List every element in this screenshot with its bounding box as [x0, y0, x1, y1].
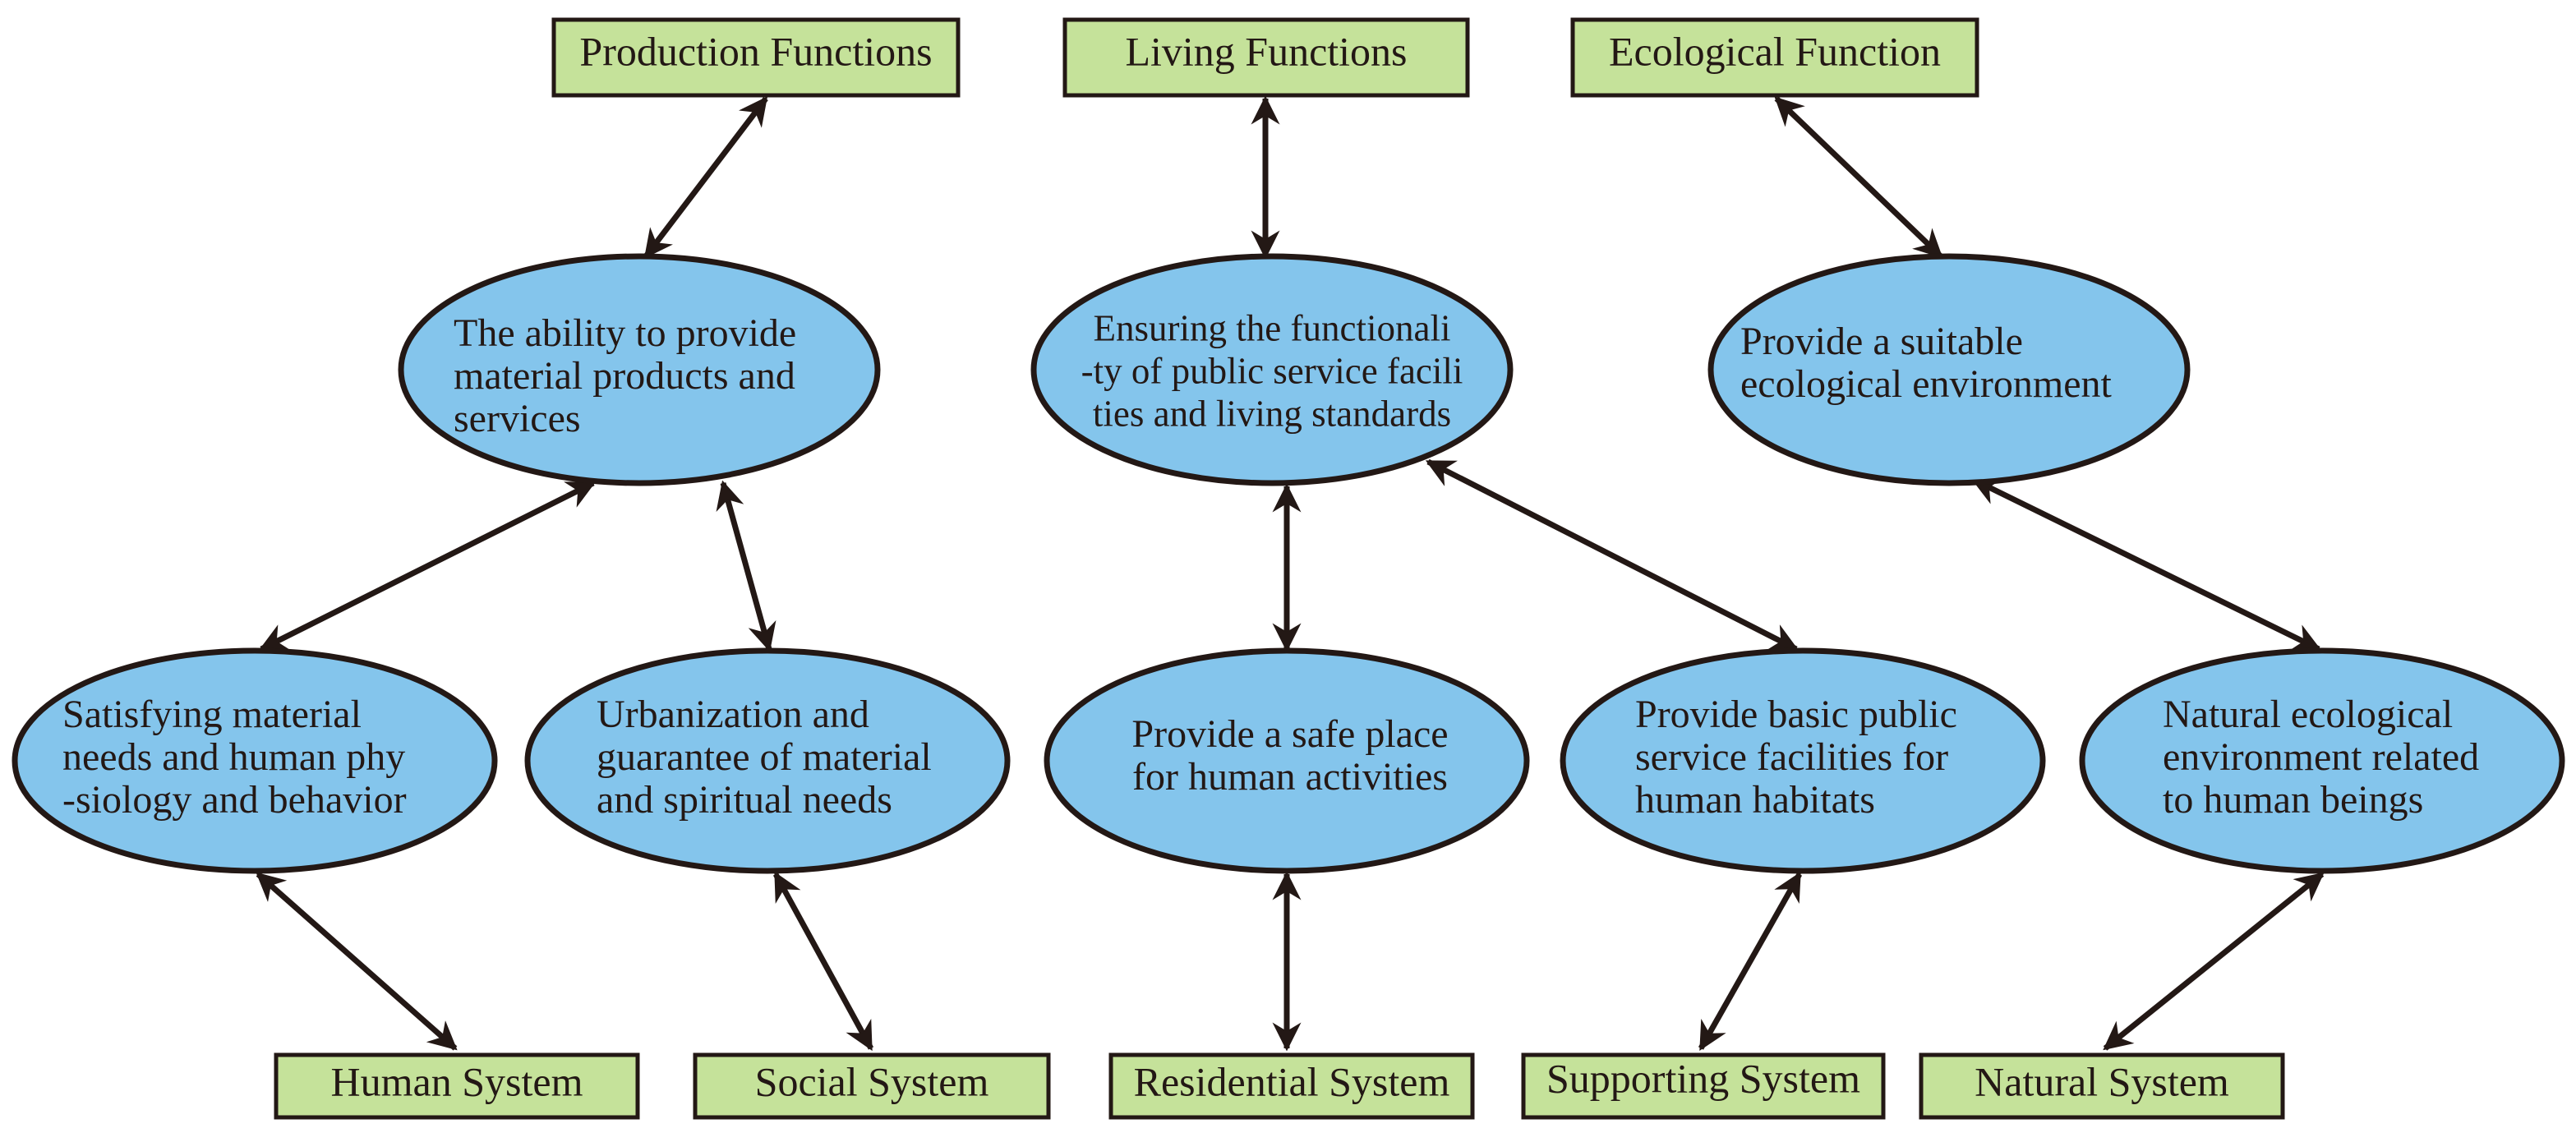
material-products-line-1: The ability to provide [454, 311, 796, 355]
connector-natural-ecological-to-natural-system [2103, 872, 2325, 1051]
basic-facilities-line-2: service facilities for [1635, 735, 1948, 779]
supporting-system-box: Supporting System [1521, 1052, 1886, 1120]
human-needs-node: Satisfying material needs and human phy … [12, 647, 498, 874]
material-products-line-3: services [454, 397, 581, 440]
living-functions-box: Living Functions [1062, 17, 1470, 98]
public-service-node: Ensuring the functionali -ty of public s… [1030, 253, 1514, 486]
basic-facilities-line-3: human habitats [1635, 778, 1875, 822]
supporting-system-label: Supporting System [1546, 1055, 1860, 1101]
material-products-node: The ability to provide material products… [398, 253, 881, 486]
production-functions-label: Production Functions [579, 28, 932, 74]
ecological-environment-line-1: Provide a suitable [1740, 320, 2023, 363]
human-needs-line-2: needs and human phy [62, 735, 405, 779]
social-system-label: Social System [755, 1058, 989, 1104]
connector-material-to-urbanization [716, 480, 776, 652]
natural-ecological-line-1: Natural ecological [2163, 693, 2453, 736]
natural-system-label: Natural System [1975, 1058, 2229, 1104]
connector-basic-facilities-to-supporting-system [1698, 871, 1803, 1052]
ecological-environment-node: Provide a suitable ecological environmen… [1707, 253, 2191, 486]
public-service-line-3: ties and living standards [1093, 393, 1451, 434]
ecological-function-box: Ecological Function [1570, 17, 1979, 98]
ecological-environment-line-2: ecological environment [1740, 362, 2112, 406]
residential-system-label: Residential System [1134, 1058, 1450, 1104]
public-service-line-1: Ensuring the functionali [1094, 307, 1451, 348]
human-needs-line-3: -siology and behavior [62, 778, 407, 822]
safe-place-node: Provide a safe place for human activitie… [1044, 647, 1530, 874]
basic-facilities-line-1: Provide basic public [1635, 693, 1957, 736]
production-functions-box: Production Functions [551, 17, 961, 98]
safe-place-line-2: for human activities [1132, 755, 1448, 799]
public-service-line-2: -ty of public service facili [1081, 350, 1463, 391]
connector-material-to-human-needs [258, 480, 597, 652]
material-products-line-2: material products and [454, 354, 795, 398]
ecological-function-label: Ecological Function [1609, 28, 1941, 74]
urbanization-line-1: Urbanization and [597, 693, 869, 736]
living-functions-label: Living Functions [1125, 28, 1407, 74]
natural-ecological-line-2: environment related [2163, 735, 2479, 779]
residential-system-box: Residential System [1108, 1052, 1475, 1120]
urbanization-node: Urbanization and guarantee of material a… [524, 647, 1011, 874]
connector-production-to-material [643, 96, 768, 259]
basic-facilities-node: Provide basic public service facilities … [1560, 647, 2046, 874]
connector-public-service-to-basic-facilities [1425, 458, 1800, 652]
safe-place-line-1: Provide a safe place [1131, 712, 1448, 756]
connectors [256, 95, 2325, 1052]
connector-env-to-natural-ecological [1970, 477, 2322, 652]
human-needs-line-1: Satisfying material [62, 693, 362, 736]
human-system-label: Human System [331, 1058, 583, 1104]
urbanization-line-2: guarantee of material [597, 735, 932, 779]
natural-ecological-node: Natural ecological environment related t… [2079, 647, 2565, 874]
urbanization-line-3: and spiritual needs [597, 778, 892, 822]
connector-human-needs-to-human-system [256, 872, 458, 1051]
human-system-box: Human System [274, 1052, 640, 1120]
connector-urbanization-to-social-system [772, 871, 874, 1052]
connector-ecological-to-env [1774, 96, 1943, 259]
social-system-box: Social System [693, 1052, 1051, 1120]
natural-ecological-line-3: to human beings [2163, 778, 2423, 822]
natural-system-box: Natural System [1919, 1052, 2285, 1120]
